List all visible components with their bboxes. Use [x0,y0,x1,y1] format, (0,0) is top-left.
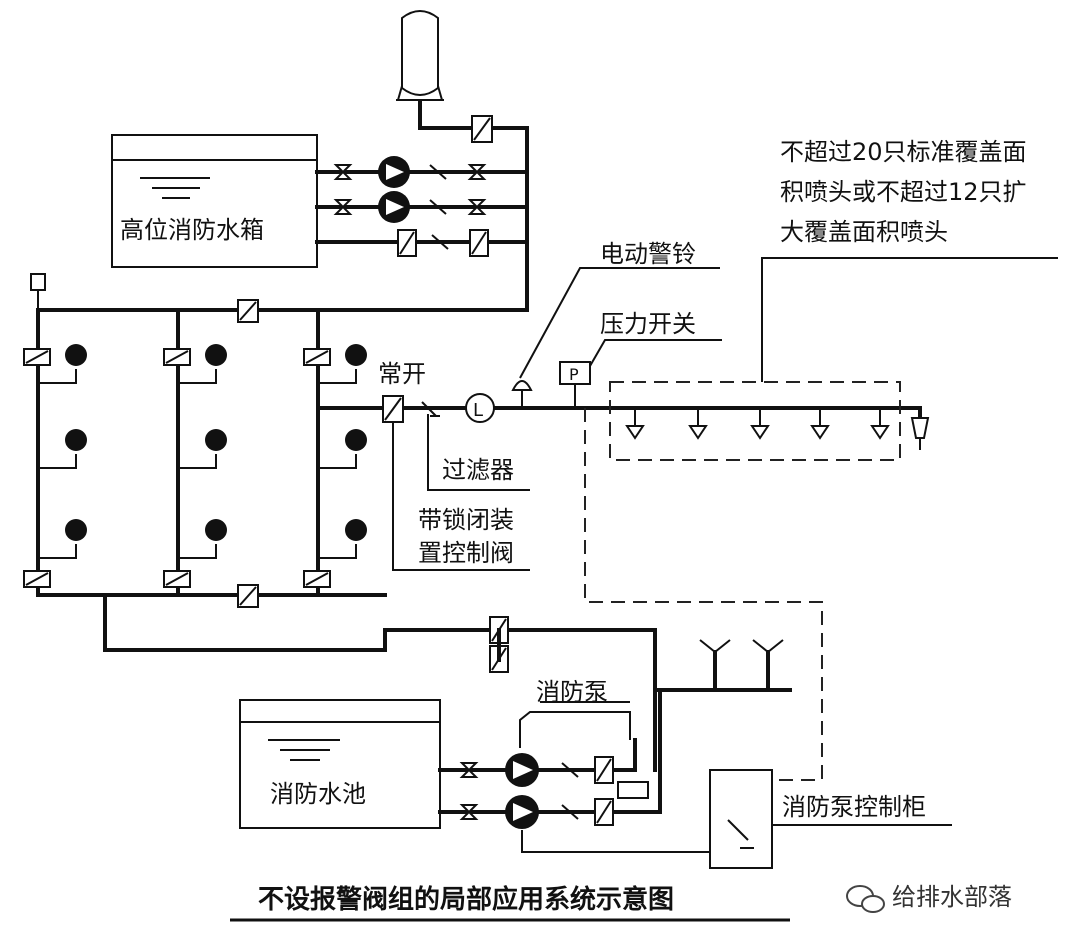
sprinkler-head-icon [870,408,890,440]
pressure-switch-icon [559,339,722,408]
pump-discharge-valves [489,616,509,673]
normally-open-label: 常开 [378,360,426,388]
alarm-bell-label: 电动警铃 [600,240,696,268]
sprinkler-head-icon [65,519,87,541]
sprinkler-head-icon [345,519,367,541]
high-tank-label: 高位消防水箱 [120,216,264,244]
pressure-switch-mark: P [569,365,579,384]
pump-control-cabinet [709,769,773,869]
flow-indicator-icon [465,393,495,423]
sprinkler-zone-box [609,381,901,461]
filter-label: 过滤器 [442,456,514,484]
end-test-icon [910,406,930,450]
lock-valve-label-1: 带锁闭装 [418,506,514,534]
sprinkler-branch [178,369,217,384]
lock-valve-label-2: 置控制阀 [418,539,514,567]
sprinkler-head-icon [345,344,367,366]
sprinkler-branch [38,454,77,469]
watermark-text: 给排水部落 [892,883,1012,911]
pump-cabinet-label: 消防泵控制柜 [782,793,926,821]
fire-pool [239,699,441,829]
sprinkler-head-icon [205,519,227,541]
fire-pool-label: 消防水池 [270,780,366,808]
sprinkler-note-1: 不超过20只标准覆盖面 [780,138,1027,166]
valve-icon [471,115,493,143]
sprinkler-head-icon [65,344,87,366]
sprinkler-head-icon [810,408,830,440]
fire-hydrant-icons [699,639,784,692]
pressure-switch-label: 压力开关 [600,310,696,338]
sprinkler-branch [318,454,357,469]
fire-pump-label: 消防泵 [536,678,608,706]
lock-control-valve [382,395,404,423]
flow-mark: L [473,400,483,421]
booster-pump-1 [333,156,487,188]
signal-line [584,408,823,781]
pressure-tank-icon [396,10,444,101]
sprinkler-branch [318,544,357,559]
bypass-valves [397,229,489,257]
sprinkler-head-icon [345,429,367,451]
sprinkler-head-icon [625,408,645,440]
sprinkler-branch [38,369,77,384]
high-tank [111,134,318,268]
pendent-sprinklers [625,408,890,440]
sprinkler-note-2: 积喷头或不超过12只扩 [780,178,1027,206]
fire-pump-1 [459,753,614,787]
sprinkler-head-icon [688,408,708,440]
alarm-bell-icon [511,267,720,408]
fire-pump-2 [459,795,614,829]
sprinkler-note-3: 大覆盖面积喷头 [780,218,948,246]
sprinkler-head-icon [205,344,227,366]
sprinkler-branch [178,454,217,469]
sprinkler-branch [318,369,357,384]
sprinkler-branch [38,544,77,559]
sprinkler-branch [178,544,217,559]
sprinkler-head-icon [750,408,770,440]
filter-icon [421,401,440,417]
diagram-title: 不设报警阀组的局部应用系统示意图 [258,884,674,915]
booster-pump-2 [333,191,487,223]
sidewall-sprinklers [38,344,367,559]
sprinkler-head-icon [65,429,87,451]
pressure-test-box [617,781,649,799]
wechat-icon [846,885,885,913]
sprinkler-head-icon [205,429,227,451]
